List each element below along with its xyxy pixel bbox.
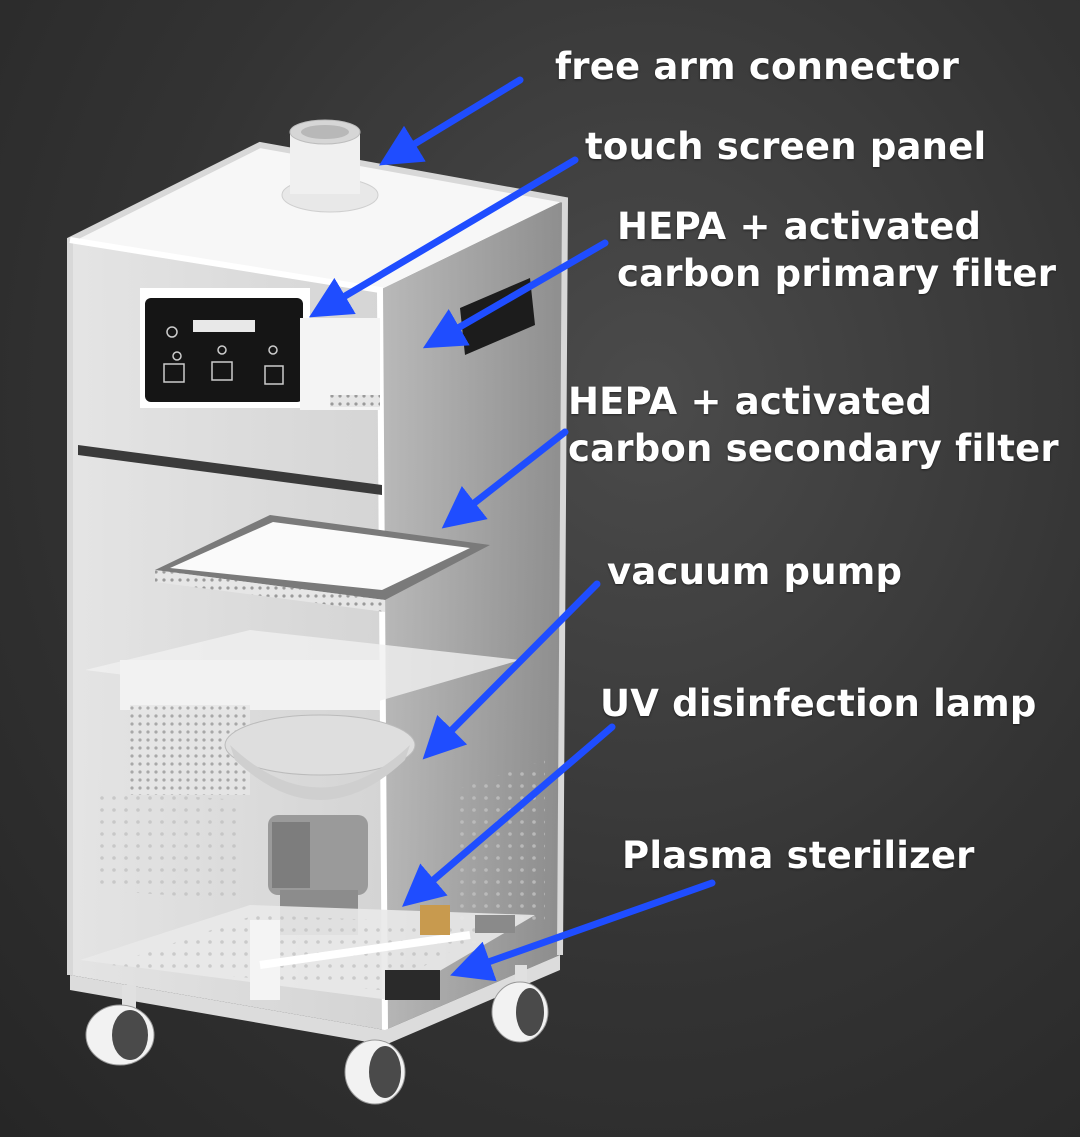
arrow-secondary-filter — [441, 428, 569, 529]
label-secondary-filter-line2: carbon secondary filter — [568, 427, 1059, 470]
label-vacuum-pump: vacuum pump — [607, 550, 903, 593]
arrow-plasma-sterilizer — [450, 879, 716, 982]
label-uv-lamp: UV disinfection lamp — [600, 682, 1037, 725]
label-primary-filter-line1: HEPA + activated — [617, 205, 982, 248]
label-primary-filter-line2: carbon primary filter — [617, 252, 1057, 295]
arrow-touch-screen-panel — [308, 156, 579, 318]
arrow-uv-lamp — [402, 723, 616, 907]
label-touch-screen-panel: touch screen panel — [585, 125, 987, 168]
casters — [85, 965, 549, 1105]
arrow-primary-filter — [422, 239, 609, 349]
label-plasma-sterilizer: Plasma sterilizer — [622, 834, 975, 877]
label-free-arm-connector: free arm connector — [555, 45, 960, 88]
arrow-free-arm-connector — [379, 76, 524, 166]
label-secondary-filter-line1: HEPA + activated — [568, 380, 933, 423]
arrow-vacuum-pump — [422, 580, 601, 760]
plasma-module — [385, 970, 440, 1000]
